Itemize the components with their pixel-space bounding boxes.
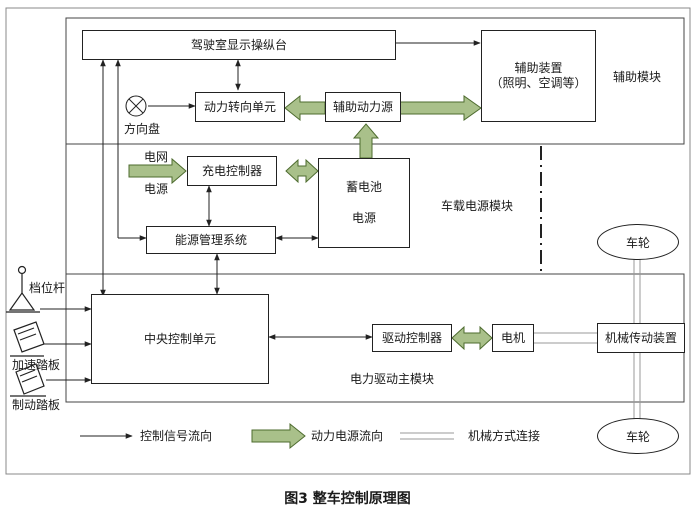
wheel-bottom: 车轮: [597, 418, 679, 454]
battery-block: 蓄电池 电源: [318, 158, 410, 248]
accel-pedal-icon: [10, 321, 45, 357]
charge-controller-label: 充电控制器: [201, 163, 262, 178]
charge-controller-block: 充电控制器: [187, 156, 277, 186]
aux-module-label: 辅助模块: [613, 70, 662, 84]
power-steering-block: 动力转向单元: [195, 92, 285, 122]
aux-device-sublabel: （照明、空调等）: [490, 76, 587, 90]
aux-device-block: 辅助装置 （照明、空调等）: [481, 30, 596, 122]
power-arrows: [128, 94, 493, 450]
brake-pedal-label: 制动踏板: [12, 398, 61, 412]
gear-lever-icon: [6, 265, 40, 313]
legend-mechanical-label: 机械方式连接: [468, 429, 541, 443]
ems-block: 能源管理系统: [146, 226, 276, 254]
console-block: 驾驶室显示操纵台: [82, 30, 396, 60]
figure-caption: 图3 整车控制原理图: [284, 491, 411, 507]
grid-power-label: 电源: [144, 182, 169, 196]
motor-block: 电机: [492, 324, 534, 352]
steering-wheel-label: 方向盘: [124, 122, 161, 136]
gear-lever-label: 档位杆: [29, 281, 66, 295]
transmission-block: 机械传动装置: [597, 323, 685, 353]
vcu-block: 中央控制单元: [91, 294, 269, 384]
ems-label: 能源管理系统: [174, 232, 247, 247]
mechanical-lines: [400, 258, 641, 440]
aux-device-label: 辅助装置: [514, 61, 563, 75]
control-lines: [40, 40, 481, 439]
brake-pedal-icon: [10, 363, 46, 397]
wheel-top: 车轮: [597, 224, 679, 260]
steering-wheel-icon: [125, 95, 147, 117]
wheel-bottom-label: 车轮: [625, 429, 650, 444]
aux-power-label: 辅助动力源: [332, 99, 393, 114]
motor-label: 电机: [500, 330, 525, 345]
drive-module-label: 电力驱动主模块: [350, 372, 435, 386]
wheel-top-label: 车轮: [625, 235, 650, 250]
power-steering-label: 动力转向单元: [203, 99, 276, 114]
accel-pedal-label: 加速踏板: [12, 358, 61, 372]
battery-label: 蓄电池: [345, 180, 382, 194]
aux-power-block: 辅助动力源: [325, 92, 401, 122]
grid-label: 电网: [144, 150, 169, 164]
legend-power-label: 动力电源流向: [311, 429, 384, 443]
aux-module-band: [65, 17, 685, 145]
drive-controller-label: 驱动控制器: [381, 330, 442, 345]
console-label: 驾驶室显示操纵台: [190, 37, 287, 52]
power-module-label: 车载电源模块: [441, 199, 514, 213]
outer-frame: [5, 7, 691, 475]
vcu-label: 中央控制单元: [143, 331, 216, 346]
battery-sublabel: 电源: [351, 211, 376, 225]
transmission-label: 机械传动装置: [604, 330, 677, 345]
legend-control-label: 控制信号流向: [140, 429, 213, 443]
drive-controller-block: 驱动控制器: [372, 324, 452, 352]
